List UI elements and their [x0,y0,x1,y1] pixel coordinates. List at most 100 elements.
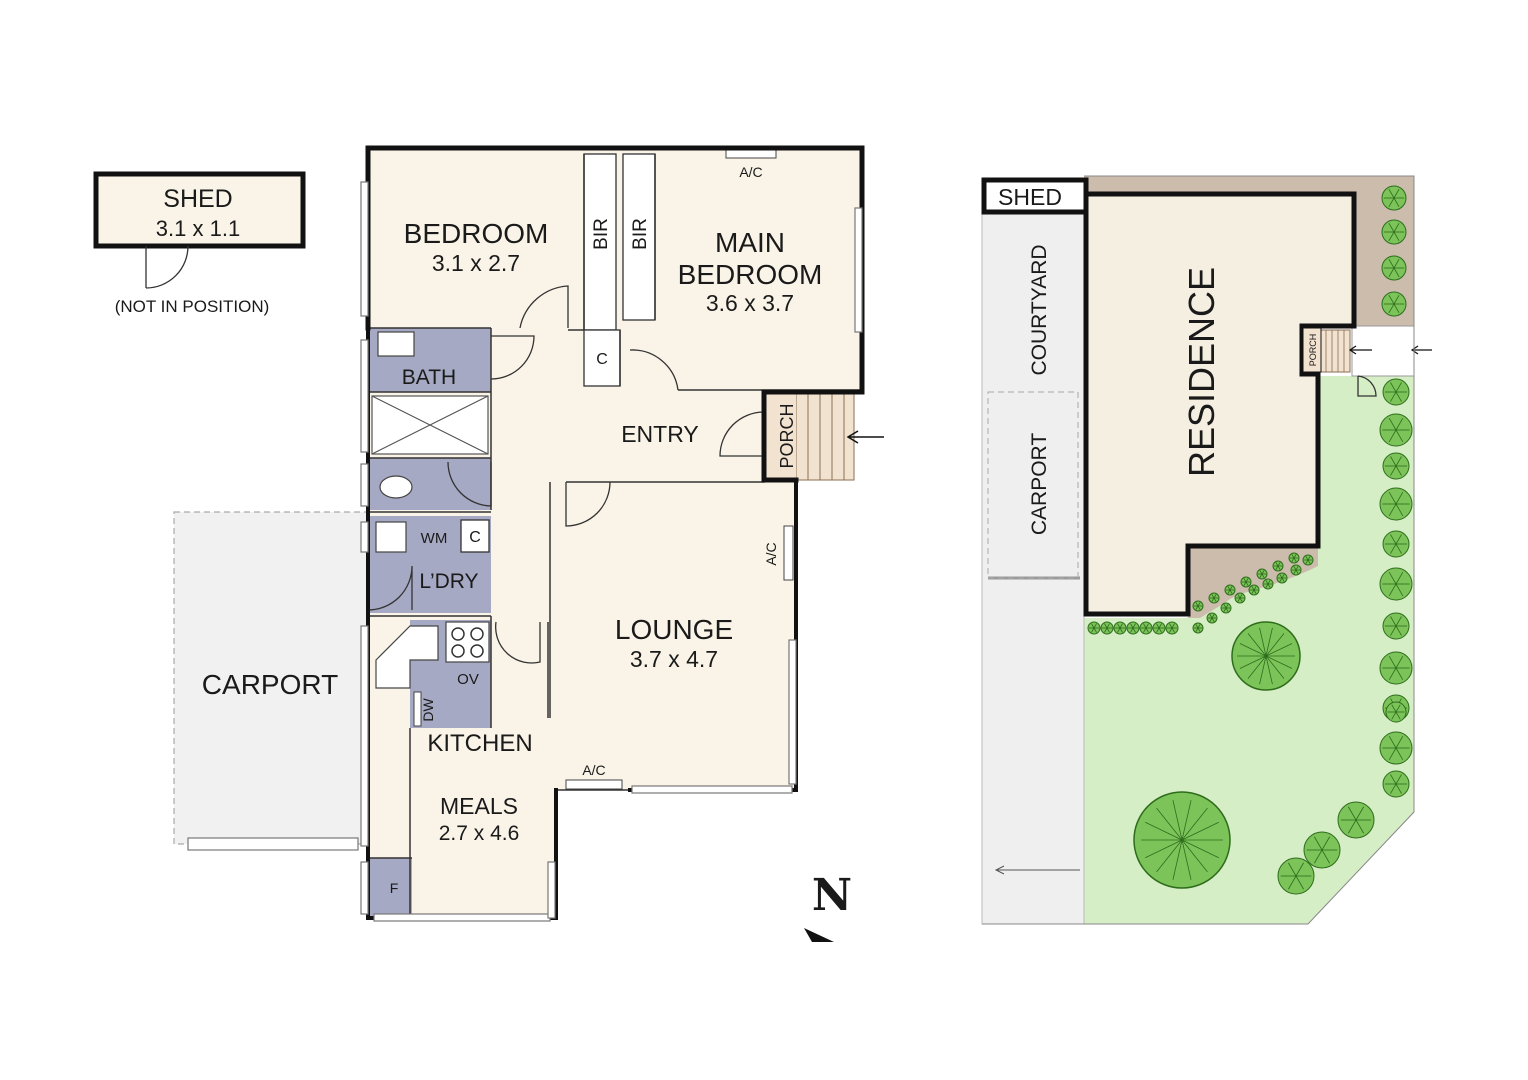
shrub-icon [1234,592,1246,604]
shrub-icon [1087,621,1101,635]
shower-icon [371,395,489,455]
shrub-icon [1248,584,1260,596]
site-porch-steps [1319,329,1351,373]
ac-lounge [783,525,794,581]
windows [360,181,863,922]
ac-meals-label: A/C [582,762,605,778]
main-bedroom-label-line2: BEDROOM [678,259,823,290]
bath-basin-icon [377,331,415,357]
ac-top-label: A/C [739,164,762,180]
shrub-icon [1262,578,1274,590]
shrub-icon [1337,801,1375,839]
bedroom-label: BEDROOM [404,218,549,249]
trees-group [1087,185,1413,895]
lounge-label: LOUNGE [615,614,733,645]
site-porch [1302,327,1322,373]
cooktop-burner-icon [470,627,484,641]
shrub-icon [1220,602,1232,614]
site-plan: RESIDENCE PORCH SHED COURTYARD CARPORT [981,175,1432,925]
dishwasher-label: DW [420,698,436,722]
site-carport-label: CARPORT [1028,433,1051,535]
cooktop-burner-icon [451,627,465,641]
shrub-icon [1381,185,1407,211]
main-bedroom-size: 3.6 x 3.7 [706,290,794,316]
ac-top [725,149,777,159]
driveway-arrow-icon [994,865,1080,875]
residence-label: RESIDENCE [1181,267,1222,477]
kitchen-label: KITCHEN [427,730,532,757]
oven-label: OV [457,671,479,688]
meals-size: 2.7 x 4.6 [439,822,520,845]
site-shed-label: SHED [998,184,1062,210]
shrub-icon [1100,621,1114,635]
shrub-icon [1240,576,1252,588]
shed-label: SHED [163,185,232,213]
entry-label: ENTRY [621,421,699,447]
north-label: N [812,870,852,921]
shrub-icon [1206,612,1218,624]
carport-label: CARPORT [202,669,338,700]
wm-label: WM [421,530,448,547]
shrub-icon [1381,291,1407,317]
shrub-icon [1381,255,1407,281]
laundry-cupboard [460,519,490,553]
bir-2 [622,153,656,321]
cooktop-burner-icon [470,644,484,658]
shrub-icon [1382,612,1410,640]
laundry-tub-icon [375,521,407,553]
bedroom-size: 3.1 x 2.7 [432,250,520,276]
site-porch-label: PORCH [1308,334,1318,367]
large-tree-icon [1231,621,1301,691]
shrub-icon [1224,584,1236,596]
site-door-icon [1357,375,1377,397]
cooktop-burner-icon [451,644,465,658]
porch-step-lines [807,392,845,480]
shrub-icon [1379,651,1413,685]
site-porch-step-lines [1325,330,1345,372]
kitchen-sink-icon [375,625,439,689]
north-arrow-icon [804,928,834,942]
side-garden-bed [1188,546,1318,618]
bir-1 [583,153,617,331]
entry-arrow-icon [846,430,884,444]
rear-garden-bed [1084,176,1414,326]
shrub-icon [1277,857,1315,895]
shrub-icon [1126,621,1140,635]
shrub-icon [1208,592,1220,604]
shrub-icon [1303,831,1341,869]
toilet-icon [379,475,413,499]
large-tree-icon [1133,791,1231,889]
shrub-icon [1382,452,1410,480]
shrub-icon [1302,554,1314,566]
carport-area [173,511,369,845]
site-carport-outline [987,391,1079,579]
shrub-icon [1379,567,1413,601]
shed-size: 3.1 x 1.1 [156,216,240,241]
shed-room [93,171,306,249]
shrub-icon [1272,560,1284,572]
shrub-icon [1192,600,1204,612]
shrub-icon [1382,530,1410,558]
hall-cupboard-label: C [596,351,608,368]
shrub-icon [1382,378,1410,406]
fridge-area [368,858,412,918]
shrub-icon [1385,701,1407,723]
floor-plan: SHED 3.1 x 1.1 (NOT IN POSITION) CARPORT… [93,145,884,942]
shrub-icon [1165,621,1179,635]
site-porch-path [1351,325,1415,377]
hall-cupboard [583,329,621,387]
shrub-icon [1379,731,1413,765]
shrub-icon [1139,621,1153,635]
shed: SHED 3.1 x 1.1 (NOT IN POSITION) [93,171,306,316]
shrub-icon [1381,219,1407,245]
bir-1-label: BIR [591,218,612,250]
shrub-icon [1276,572,1288,584]
shrub-icon [1288,552,1300,564]
driveway [981,211,1085,925]
site-arrow-icon [1410,345,1432,355]
shed-door-icon [145,245,189,289]
fridge-label: F [390,880,399,896]
shed-note: (NOT IN POSITION) [115,297,270,316]
main-bedroom-label: MAIN [715,227,785,258]
shrub-icon [1152,621,1166,635]
